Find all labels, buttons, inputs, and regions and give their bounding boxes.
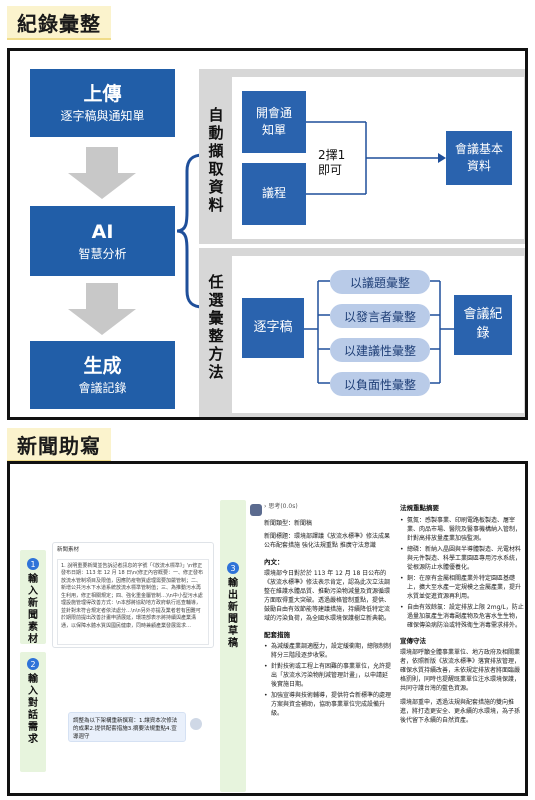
upload-box: 上傳 逐字稿與通知單 — [30, 69, 175, 137]
transcript-box: 逐字稿 — [242, 298, 304, 358]
promo-paragraph-1: 環境部呼籲全體事業單位、地方政府及相關業者，依照新版《放流水標準》落實排放管理，… — [400, 649, 521, 692]
request-bubble[interactable]: 調整為以下架構重新撰寫：1.讓資本次修法的成果2.提供配套措施3.摘要法規重點4… — [68, 712, 186, 742]
content-paragraph: 環境部今日對於於 113 年 12 月 18 日公布的《放流水標準》修法表示肯定… — [264, 570, 391, 622]
pill-by-suggestion: 以建議性彙整 — [330, 338, 430, 362]
step-1-label: 輸入新聞素材 — [28, 574, 38, 645]
promo-label: 宣傳守法 — [400, 637, 426, 645]
pill-by-negative: 以負面性彙整 — [330, 372, 430, 396]
output-left-column: › 思考(0.0s) 新聞類型：新聞稿 新聞標題：環境部譯議《放流水標準》修法成… — [264, 502, 392, 792]
law-item: 銅：在原有金屬相關產業外特定園區基礎上，擴大至水產一定規模之金屬產業，提升水質並… — [400, 574, 524, 601]
request-text: 調整為以下架構重新撰寫：1.讓資本次修法的成果2.提供配套措施3.摘要法規重點4… — [73, 718, 178, 740]
step-2-column — [20, 652, 46, 772]
section-title-news-text: 新聞助寫 — [17, 433, 101, 458]
section-title-record: 紀錄彙整 — [7, 6, 111, 40]
ai-title: AI — [91, 221, 114, 244]
meeting-record-box: 會議紀錄 — [454, 295, 512, 355]
support-list: 為減緩產業調適壓力，設定緩衝期，總限制制將分三階段逐步收緊。 針對技術或工程上有… — [264, 642, 392, 718]
bot-icon — [250, 504, 262, 516]
news-material-card[interactable]: 新聞素材 1. 說明重要新聞並告訴記者訊息的字號「《放流水標準》」\n修正發布日… — [52, 542, 214, 648]
meeting-notice-box: 開會通知單 — [242, 91, 306, 153]
support-item: 加強宣導與技術輔導，提供符合新標準的處理方案與資金補助，協助事業單位完成設備升級… — [264, 691, 392, 718]
avatar — [190, 718, 202, 730]
law-item: 自由有效餘氯：設定排放上限 2mg/L，防止過量加氯產生消毒副產物及危害水生生物… — [400, 603, 524, 630]
record-flow-diagram: 上傳 逐字稿與通知單 AI 智慧分析 生成 會議記錄 自動擷取資料 任選彙整方法… — [7, 48, 528, 420]
ai-box: AI 智慧分析 — [30, 206, 175, 276]
law-item: 氨氮：感製事業、印刷電路板製造、屠宰業、肉品市場、醫院及醫事機構納入管制，針對高… — [400, 516, 524, 543]
step-3-column — [220, 500, 246, 792]
choose-one-text: 2擇1 即可 — [318, 148, 346, 177]
ai-subtitle: 智慧分析 — [78, 246, 127, 261]
step-1-number: 1 — [27, 558, 39, 570]
material-body: 1. 說明重要新聞並告訴記者訊息的字號「《放流水標準》」\n修正發布日期：113… — [57, 558, 209, 645]
upload-subtitle: 逐字稿與通知單 — [60, 108, 145, 123]
upload-title: 上傳 — [83, 83, 122, 106]
down-arrow-icon — [68, 283, 136, 335]
generate-subtitle: 會議記錄 — [78, 380, 127, 395]
section-title-record-text: 紀錄彙整 — [17, 11, 101, 36]
thinking-text: 思考(0.0s) — [268, 503, 298, 510]
optional-method-label: 任選彙整方法 — [208, 273, 224, 381]
output-right-column: 法規重點摘要 氨氮：感製事業、印刷電路板製造、屠宰業、肉品市場、醫院及醫事機構納… — [400, 502, 524, 792]
merge-lines-icon — [306, 121, 446, 195]
news-headline: 新聞標題：環境部譯議《放流水標準》修法成果 公布配套措施 強化法規重點 推廣守法… — [264, 533, 392, 549]
pill-by-topic: 以議題彙整 — [330, 270, 430, 294]
step-3-label: 輸出新聞草稿 — [228, 578, 238, 649]
fanout-lines-icon — [304, 280, 454, 384]
support-item: 為減緩產業調適壓力，設定緩衝期，總限制制將分三階段逐步收緊。 — [264, 642, 392, 660]
news-type: 新聞類型：新聞稿 — [264, 520, 313, 527]
promo-paragraph-2: 環境部重申，透過法規與配套措施的雙向推進，將打造更安全、更永續的水環境，為子孫後… — [400, 699, 521, 724]
generate-title: 生成 — [83, 355, 122, 378]
agenda-box: 議程 — [242, 163, 306, 225]
pill-by-speaker: 以發言者彙整 — [330, 304, 430, 328]
law-label: 法規重點摘要 — [400, 504, 439, 512]
thinking-indicator[interactable]: › 思考(0.0s) — [264, 503, 298, 510]
down-arrow-icon — [68, 147, 136, 199]
step-3-number: 3 — [227, 562, 239, 574]
law-list: 氨氮：感製事業、印刷電路板製造、屠宰業、肉品市場、醫院及醫事機構納入管制，針對高… — [400, 516, 524, 630]
auto-extract-label: 自動擷取資料 — [208, 106, 224, 214]
section-title-news: 新聞助寫 — [7, 428, 111, 462]
law-item: 總磷：新納入晶圓與半導體製造、光電材料與元件製造、科學工業園區專用污水系統，從根… — [400, 545, 524, 572]
generate-box: 生成 會議記錄 — [30, 341, 175, 409]
support-label: 配套措施 — [264, 631, 290, 639]
content-label: 內文： — [264, 558, 284, 566]
news-assistant-screenshot: 1 輸入新聞素材 2 輸入對話需求 新聞素材 1. 說明重要新聞並告訴記者訊息的… — [7, 461, 528, 796]
step-2-label: 輸入對話需求 — [28, 674, 38, 745]
support-item: 針對技術或工程上有困難的事業單位，允許提出「放流水污染物削減管理計畫」，以申請延… — [264, 662, 392, 689]
step-2-number: 2 — [27, 658, 39, 670]
material-header: 新聞素材 — [57, 547, 80, 553]
meeting-basic-box: 會議基本資料 — [446, 131, 512, 185]
